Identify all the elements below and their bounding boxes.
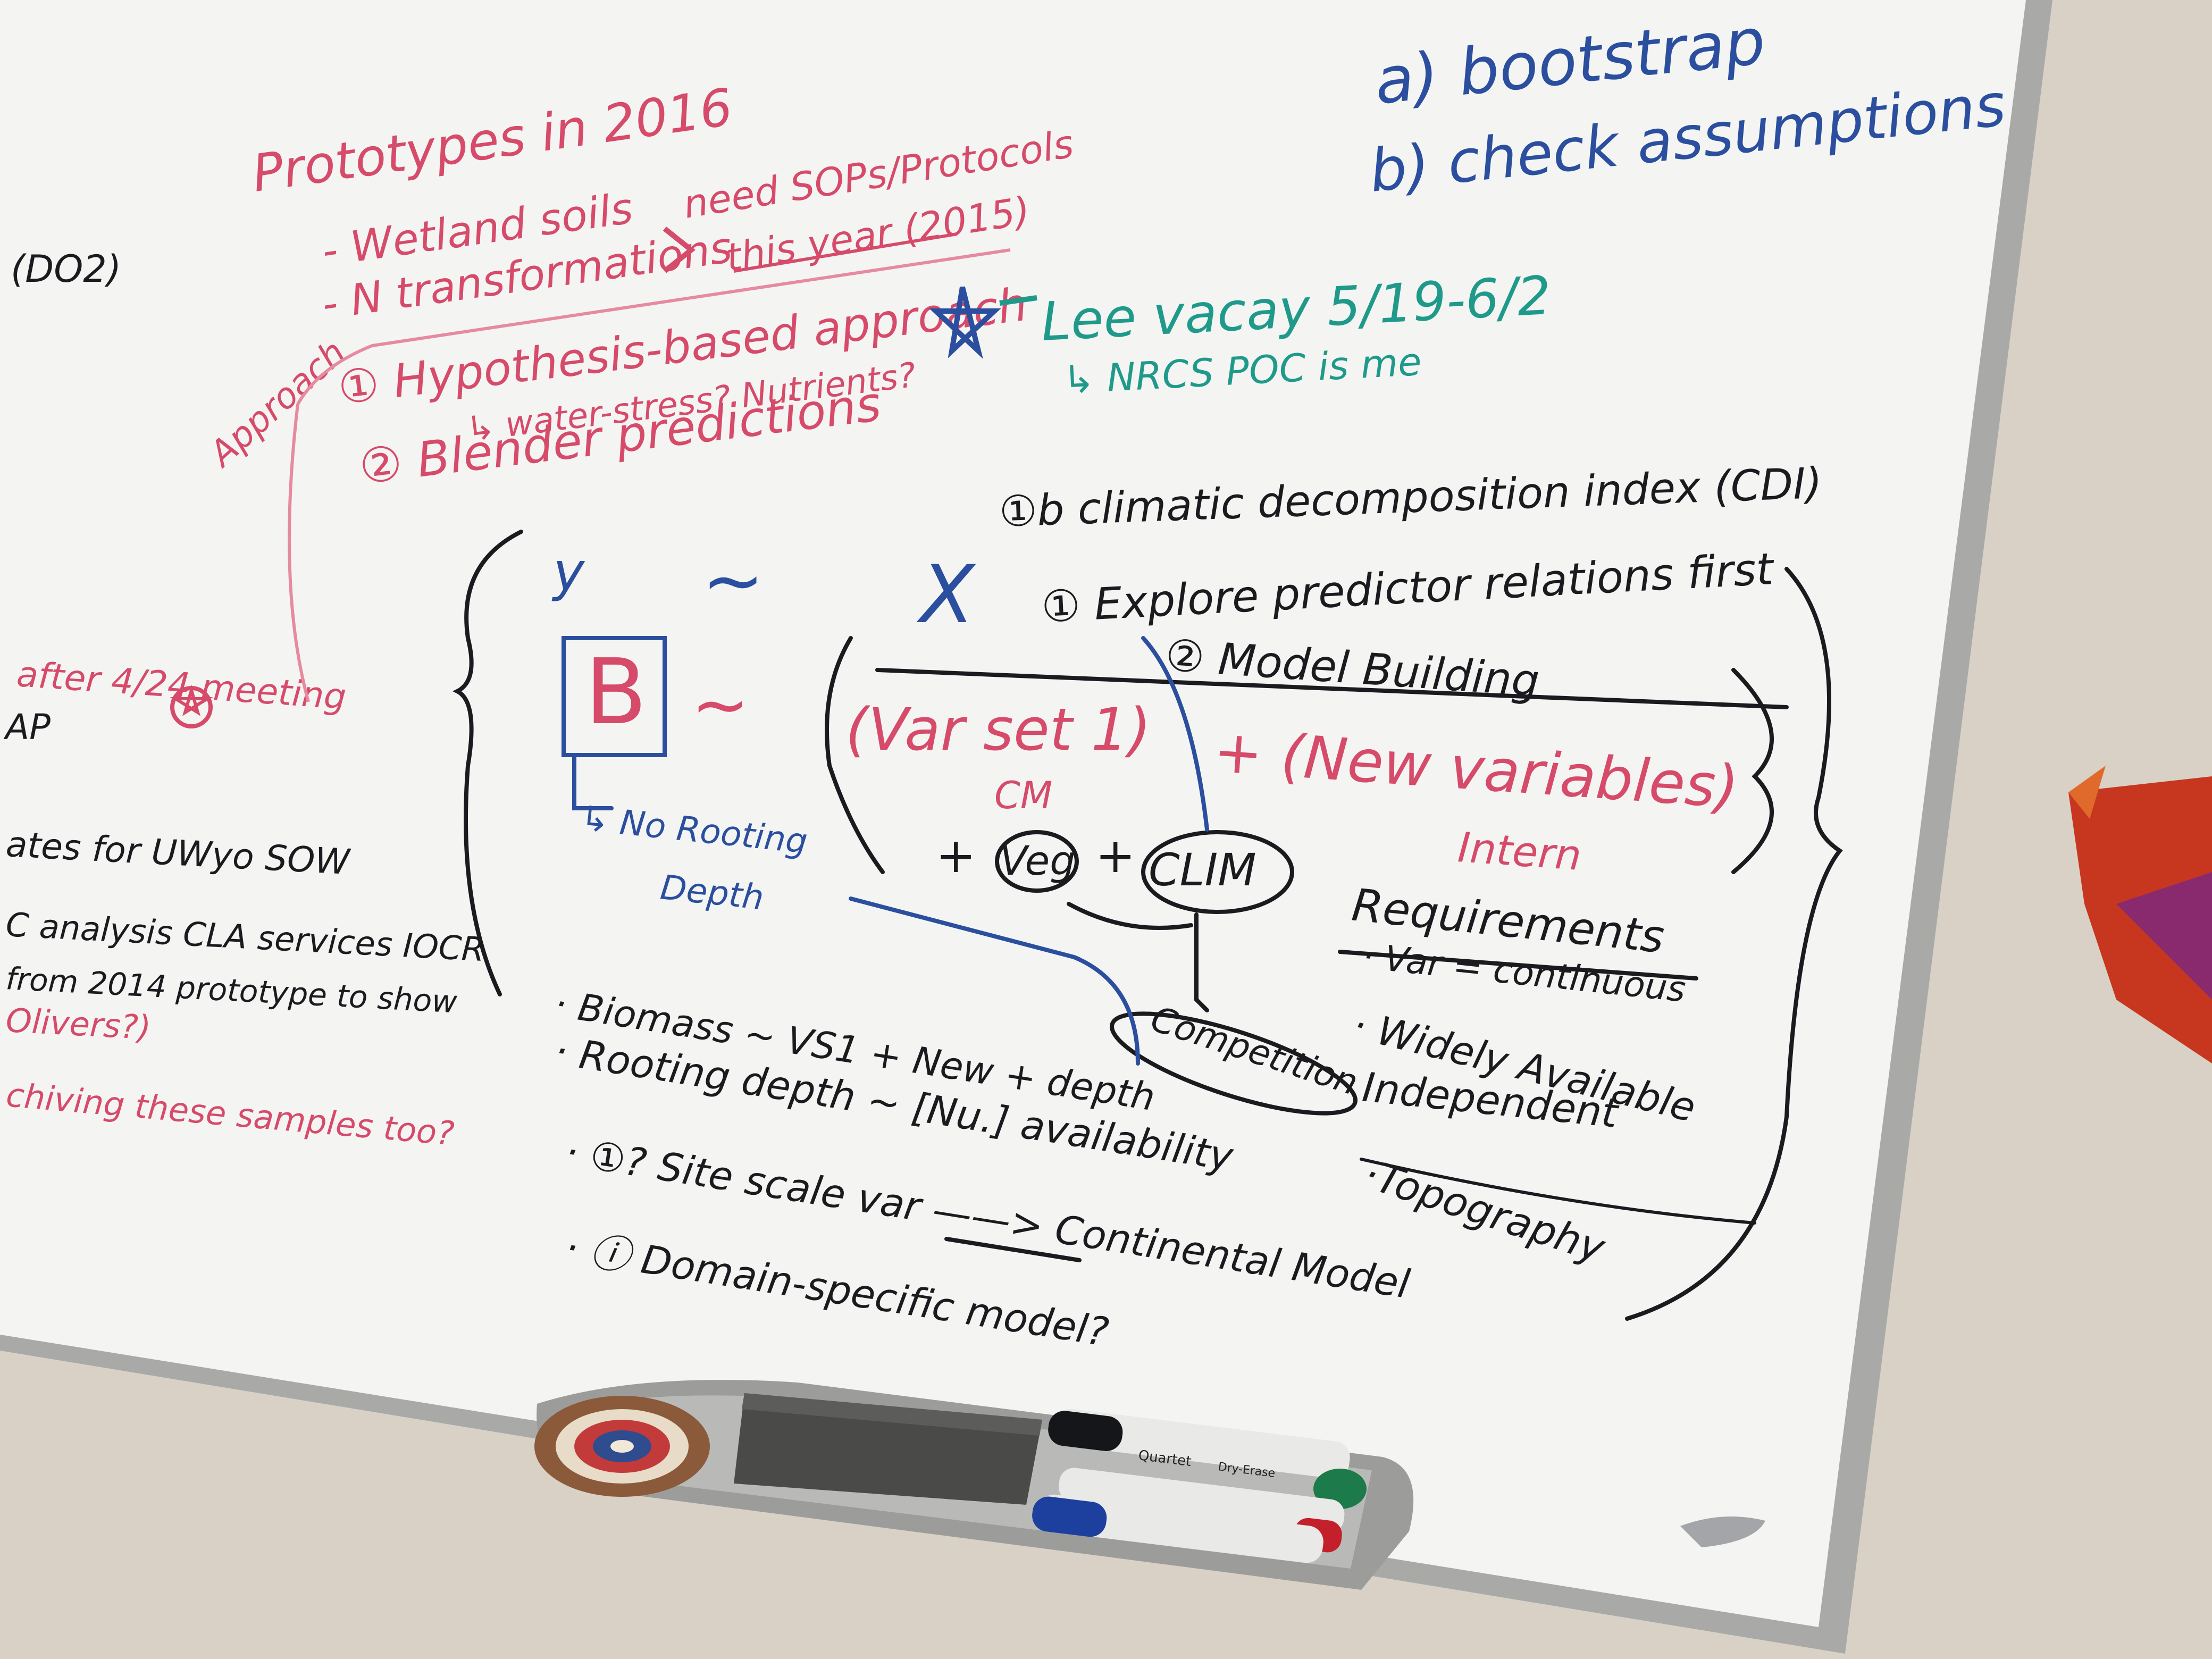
clim-to-competition-arrow [1194, 912, 1209, 1012]
note-ap: AP [3, 707, 51, 748]
blue-arrow-clim-explore [1141, 636, 1209, 832]
underline-model-building [875, 668, 1789, 709]
inner-right-brace [1731, 668, 1774, 874]
blue-star-icon [929, 286, 1001, 359]
competition-circle [1109, 1011, 1358, 1116]
left-curly-brace [453, 530, 523, 996]
green-dash [999, 295, 1037, 306]
right-curly-brace [1625, 567, 1843, 1321]
marker-smudge [1680, 1516, 1765, 1547]
eraser [734, 1393, 1042, 1505]
eq-plus-1: + [936, 828, 976, 884]
beta-box [562, 636, 667, 757]
diagram-strokes [453, 530, 1843, 1321]
eq-y: y [551, 541, 585, 603]
eq-x: X [916, 549, 976, 641]
blue-marker [1032, 1494, 1323, 1563]
red-brace [663, 227, 696, 273]
approach-vertical-line [288, 404, 310, 702]
eq-clim: CLIM [1149, 844, 1256, 896]
veg-circle [995, 830, 1079, 893]
eq-beta: B [585, 640, 647, 745]
paper-bird-decoration [2068, 766, 2212, 1063]
underline-requirements [1338, 950, 1698, 981]
eq-tilde-beta: ~ [691, 664, 749, 745]
eq-varset1: (Var set 1) [845, 696, 1151, 764]
blue-arrow-depth [849, 896, 1140, 1066]
eq-veg: Veg [1000, 837, 1076, 884]
clim-to-veg-arrow [1067, 902, 1193, 930]
board-surface [0, 0, 2026, 1627]
eq-tilde-top: ~ [702, 538, 764, 624]
approach-line [296, 248, 1011, 405]
note-olivers: Olivers?) [5, 1001, 152, 1047]
eq-intern: Intern [1456, 824, 1583, 880]
eq-plus-2: + [1095, 828, 1135, 884]
note-do2: (DO2) [11, 247, 121, 291]
clim-circle [1141, 830, 1294, 914]
red-star-icon [170, 684, 213, 728]
topography-line [1360, 1158, 1756, 1225]
underline-this-year [733, 232, 958, 273]
eq-cm: CM [994, 774, 1052, 817]
dry-erase-markers: Quartet Dry-Erase [1032, 1409, 1367, 1563]
continental-arrow [944, 1237, 1082, 1262]
inner-left-brace [825, 636, 885, 874]
coaster [534, 1396, 710, 1497]
blue-arrow-beta [572, 753, 614, 810]
